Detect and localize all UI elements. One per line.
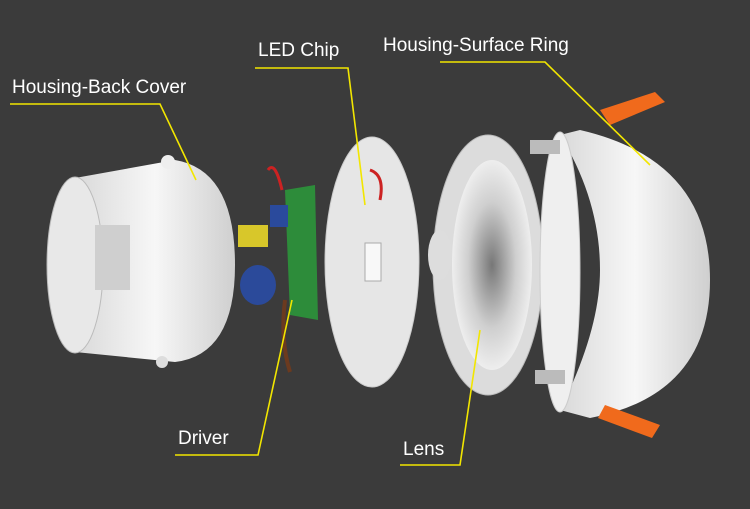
- leader-led-chip: [255, 67, 366, 206]
- leader-lens: [400, 329, 481, 466]
- housing-surface-ring: [530, 92, 710, 438]
- lens: [428, 134, 544, 396]
- driver-board: [238, 166, 318, 373]
- label-housing-surface-ring: Housing-Surface Ring: [383, 35, 569, 56]
- label-housing-back-cover: Housing-Back Cover: [12, 77, 187, 98]
- leader-surface-ring: [440, 61, 651, 166]
- housing-back-cover: [46, 155, 235, 368]
- leader-driver: [175, 299, 293, 456]
- led-chip-board: [324, 136, 420, 388]
- label-driver: Driver: [178, 428, 229, 449]
- label-led-chip: LED Chip: [258, 40, 340, 61]
- leader-lines: [10, 61, 651, 466]
- label-lens: Lens: [403, 439, 445, 460]
- leader-back-cover: [10, 103, 197, 181]
